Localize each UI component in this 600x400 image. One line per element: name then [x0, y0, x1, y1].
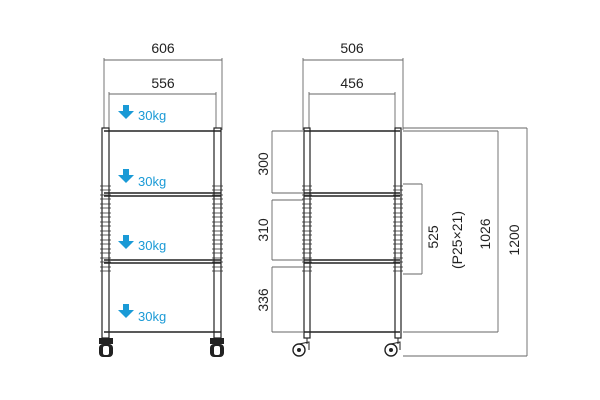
adjustable-range-dimension: 525 (P25×21)	[403, 183, 465, 275]
down-arrow-icon	[118, 169, 134, 183]
front-inner-width-dimension: 556	[108, 75, 217, 130]
side-left-post	[303, 127, 311, 339]
front-inner-width-label: 556	[151, 75, 175, 91]
front-left-post	[101, 127, 110, 339]
adjustable-range-label: 525	[425, 225, 441, 249]
down-arrow-icon	[118, 304, 134, 318]
side-left-caster	[292, 338, 310, 357]
front-left-caster	[99, 338, 113, 357]
side-right-post	[394, 127, 402, 339]
front-outer-width-label: 606	[151, 40, 175, 56]
front-shelves	[104, 130, 221, 333]
front-left-notches	[100, 185, 111, 272]
shelf-gap-1-label: 300	[255, 152, 271, 176]
down-arrow-icon	[118, 235, 134, 249]
side-right-caster	[384, 338, 401, 357]
side-right-notches	[393, 185, 403, 272]
front-right-notches	[212, 185, 223, 272]
front-right-post	[213, 127, 222, 339]
shelf-load-1-label: 30kg	[138, 108, 166, 123]
shelf-gap-2-label: 310	[255, 218, 271, 242]
side-outer-depth-label: 506	[340, 40, 364, 56]
side-shelves	[304, 130, 400, 333]
pitch-note-label: (P25×21)	[449, 211, 465, 269]
shelf-load-4-label: 30kg	[138, 309, 166, 324]
shelf-gap-dimensions: 300 310 336	[255, 130, 304, 333]
shelf-gap-3-label: 336	[255, 288, 271, 312]
shelf-load-2: 30kg	[118, 169, 166, 189]
side-inner-depth-label: 456	[340, 75, 364, 91]
shelf-load-4: 30kg	[118, 304, 166, 324]
frame-height-dimension: 1026	[403, 130, 499, 333]
down-arrow-icon	[118, 105, 134, 119]
frame-height-label: 1026	[477, 218, 493, 249]
total-height-label: 1200	[506, 224, 522, 255]
front-outer-width-dimension: 606	[103, 40, 223, 130]
side-outer-depth-dimension: 506	[302, 40, 404, 130]
front-right-caster	[210, 338, 224, 357]
shelf-load-1: 30kg	[118, 105, 166, 123]
shelf-load-3-label: 30kg	[138, 238, 166, 253]
side-inner-depth-dimension: 456	[308, 75, 396, 130]
shelf-load-2-label: 30kg	[138, 174, 166, 189]
shelf-load-3: 30kg	[118, 235, 166, 253]
front-view: 606 556	[99, 40, 224, 357]
side-view: 506 456	[255, 40, 528, 357]
total-height-dimension: 1200	[403, 127, 528, 357]
